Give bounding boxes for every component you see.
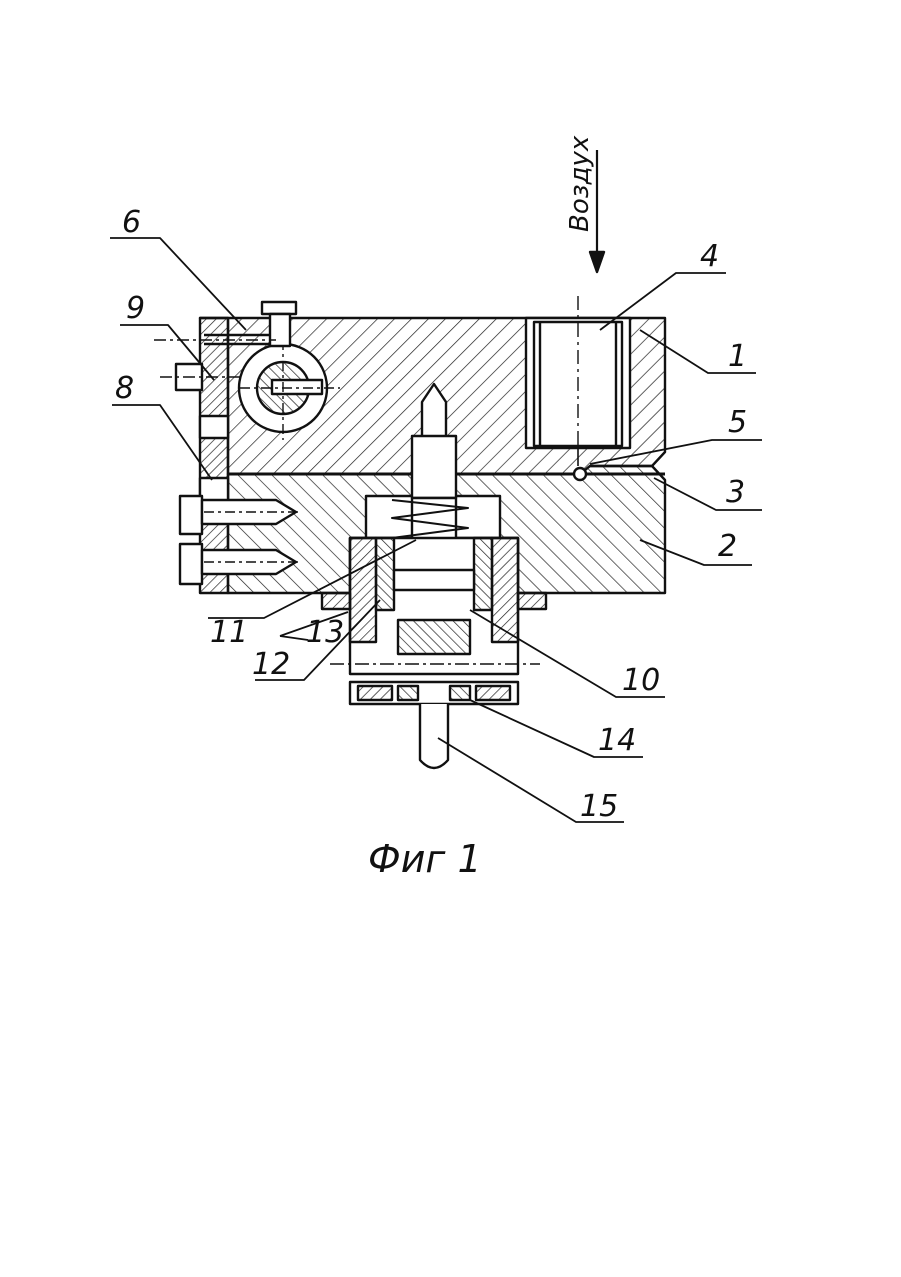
callout-4: 4 [700, 239, 719, 274]
ball-part-5 [574, 468, 586, 480]
callout-15: 15 [580, 789, 618, 824]
handle-part-15 [420, 704, 448, 768]
callout-1: 1 [728, 339, 747, 374]
callout-3: 3 [726, 475, 745, 510]
callout-6: 6 [122, 205, 141, 240]
lower-housing-part-10 [330, 538, 540, 704]
callout-13: 13 [306, 615, 344, 650]
callout-11: 11 [210, 615, 248, 650]
callout-10: 10 [622, 663, 660, 698]
callout-14: 14 [598, 723, 636, 758]
figure-caption: Фиг 1 [368, 837, 482, 881]
callout-5: 5 [728, 405, 747, 440]
callout-8: 8 [115, 371, 134, 406]
callout-2: 2 [718, 529, 737, 564]
callout-12: 12 [252, 647, 290, 682]
air-label: Воздух [565, 135, 595, 232]
callout-9: 9 [126, 291, 145, 326]
cylinder-part-4 [534, 296, 622, 466]
